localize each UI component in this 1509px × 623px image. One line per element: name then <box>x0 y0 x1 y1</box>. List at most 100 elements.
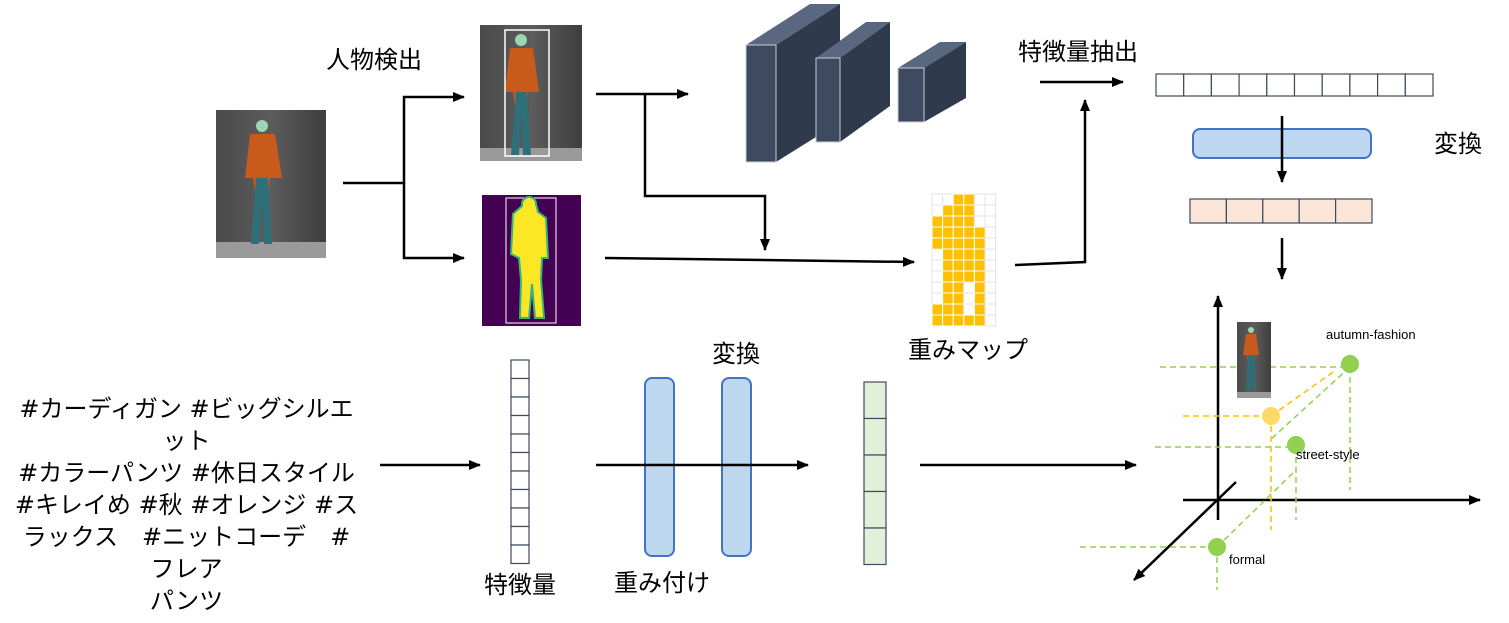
weight-cell <box>984 226 997 239</box>
weight-cell-active <box>942 270 954 283</box>
label-autumn-fashion: autumn-fashion <box>1326 327 1416 342</box>
weight-cell <box>984 270 997 283</box>
weight-cell-active <box>931 215 944 228</box>
vector-cell <box>1293 73 1323 97</box>
weight-cell <box>931 259 944 272</box>
vector-cell <box>1321 73 1351 97</box>
weight-cell-active <box>952 292 965 305</box>
label-feature: 特徴量 <box>484 571 556 599</box>
weight-cell-active <box>931 226 944 239</box>
weight-cell <box>931 281 944 294</box>
weight-cell-active <box>952 281 965 294</box>
weight-cell <box>984 248 997 261</box>
feature-vector-top <box>1155 73 1434 97</box>
guide-lines-yellow <box>1183 369 1337 530</box>
flow-arrows <box>343 77 1287 470</box>
weight-cell-active <box>942 281 954 294</box>
weight-cell-active <box>963 226 975 239</box>
weight-cell-active <box>963 193 975 206</box>
vector-cell <box>510 359 530 380</box>
person-figure <box>245 120 282 244</box>
weight-cell-active <box>931 237 944 250</box>
vector-cell <box>1210 73 1240 97</box>
point-formal <box>1208 538 1226 556</box>
weight-cell <box>963 303 975 316</box>
weight-cell-active <box>952 237 965 250</box>
weight-cell <box>984 259 997 272</box>
vector-cell <box>1376 73 1406 97</box>
vector-cell <box>1189 198 1228 224</box>
weight-cell-active <box>963 237 975 250</box>
hashtag-line: ラックス #ニットコーデ #フレア <box>22 523 351 583</box>
weight-cell <box>973 215 986 228</box>
vector-cell <box>510 377 530 398</box>
hashtag-line: #キレイめ #秋 #オレンジ #ス <box>14 491 359 519</box>
weight-cell-active <box>963 215 975 228</box>
weight-cell-active <box>942 215 954 228</box>
point-autumn-fashion <box>1341 355 1359 373</box>
vector-cell <box>510 488 530 509</box>
weight-cell-active <box>952 303 965 316</box>
weight-cell <box>984 303 997 316</box>
weight-cell-active <box>942 237 954 250</box>
vector-cell <box>863 381 887 420</box>
weight-cell <box>984 204 997 217</box>
weight-cell <box>931 292 944 305</box>
vector-cell <box>863 454 887 493</box>
embedding-space <box>1080 295 1481 590</box>
weight-cell-active <box>973 292 986 305</box>
weight-cell-active <box>942 292 954 305</box>
weight-cell-active <box>942 226 954 239</box>
vector-cell <box>863 527 887 566</box>
weight-cell <box>973 193 986 206</box>
guide-lines-green <box>1080 366 1351 590</box>
weight-cell-active <box>973 259 986 272</box>
vector-cell <box>1298 198 1337 224</box>
weight-cell <box>984 281 997 294</box>
weight-cell-active <box>942 204 954 217</box>
weight-cell <box>931 248 944 261</box>
weight-block-1 <box>644 377 675 557</box>
weight-cell <box>984 215 997 228</box>
detected-person-image <box>480 25 582 161</box>
weight-cell <box>973 204 986 217</box>
hashtag-list: #カーディガン #ビッグシルエット #カラーパンツ #休日スタイル #キレイめ … <box>14 393 359 617</box>
weight-cell-active <box>963 314 975 327</box>
weight-cell-active <box>942 314 954 327</box>
segmentation-mask <box>482 195 581 326</box>
mini-photo <box>1237 322 1271 398</box>
label-transform-top: 変換 <box>1434 130 1482 158</box>
label-weighting: 重み付け <box>614 569 710 597</box>
vector-cell <box>510 507 530 528</box>
label-formal: formal <box>1229 552 1266 567</box>
weight-cell-active <box>973 314 986 327</box>
weight-cell <box>984 292 997 305</box>
vector-cell <box>510 525 530 546</box>
vector-cell <box>863 490 887 529</box>
weight-cell-active <box>952 259 965 272</box>
point-image-embedding <box>1262 407 1280 425</box>
weight-cell <box>963 281 975 294</box>
weight-cell-active <box>952 270 965 283</box>
point-street-style <box>1287 436 1305 454</box>
weight-cell-active <box>952 215 965 228</box>
vector-cell <box>863 417 887 456</box>
weight-cell-active <box>952 248 965 261</box>
weight-cell <box>984 237 997 250</box>
weight-cell-active <box>963 270 975 283</box>
vector-cell <box>510 544 530 565</box>
input-photo <box>216 110 326 258</box>
vector-cell <box>1225 198 1264 224</box>
weight-cell-active <box>952 226 965 239</box>
weight-cell-active <box>973 270 986 283</box>
hashtag-line: #カラーパンツ #休日スタイル <box>18 459 355 487</box>
hashtag-line: パンツ <box>149 587 224 615</box>
weight-cell <box>984 314 997 327</box>
cnn-blocks <box>745 4 966 163</box>
weight-cell <box>963 292 975 305</box>
vector-cell <box>1404 73 1434 97</box>
weight-cell-active <box>942 248 954 261</box>
detection-bbox <box>504 29 550 157</box>
weight-cell-active <box>963 204 975 217</box>
